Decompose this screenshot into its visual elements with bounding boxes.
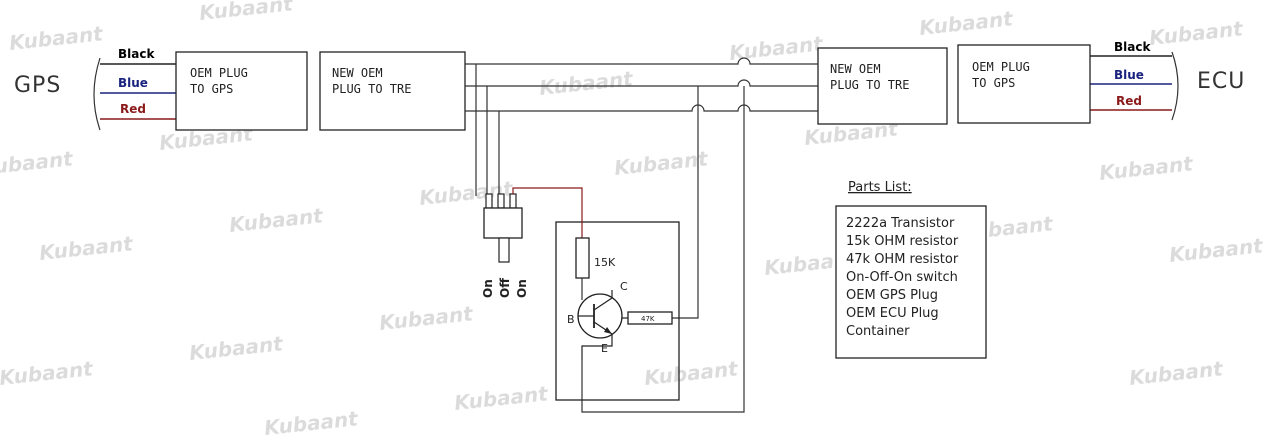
switch-label-on-1: On bbox=[481, 279, 495, 298]
watermark: Kubaant bbox=[228, 203, 325, 237]
new-oem-plug-left-line1: NEW OEM bbox=[332, 66, 383, 80]
new-oem-plug-left-line2: PLUG TO TRE bbox=[332, 82, 411, 96]
harness-top-wire bbox=[465, 57, 818, 65]
watermark: Kubaant bbox=[453, 381, 550, 415]
transistor-pin-e: E bbox=[601, 342, 608, 355]
gps-label: GPS bbox=[14, 73, 61, 98]
watermark: Kubaant bbox=[38, 231, 135, 265]
harness-wires bbox=[465, 57, 818, 413]
switch-terminal-3 bbox=[509, 193, 517, 209]
container-box bbox=[555, 221, 680, 401]
watermark: Kubaant bbox=[1168, 233, 1265, 267]
parts-list-item: On-Off-On switch bbox=[846, 270, 958, 285]
switch-label-on-2: On bbox=[515, 279, 529, 298]
parts-list-item: Container bbox=[846, 324, 910, 339]
new-oem-plug-left-box bbox=[319, 51, 466, 131]
watermark: Kubaant bbox=[8, 21, 105, 55]
right-black-label: Black bbox=[1114, 40, 1151, 54]
watermark: Kubaant bbox=[1128, 356, 1225, 390]
watermark: Kubaant bbox=[0, 146, 75, 180]
resistor-47k-label: 47K bbox=[641, 315, 655, 323]
harness-bottom-wire bbox=[465, 104, 818, 112]
parts-list-item: 2222a Transistor bbox=[846, 216, 955, 231]
watermark: Kubaant bbox=[918, 6, 1015, 40]
left-wires: Black Blue Red bbox=[100, 47, 176, 120]
parts-list-title: Parts List: bbox=[848, 180, 912, 195]
transistor-pin-b: B bbox=[567, 313, 575, 326]
watermark: Kubaant bbox=[728, 31, 825, 65]
oem-plug-gps-right-line2: TO GPS bbox=[972, 76, 1015, 90]
transistor: B C E bbox=[567, 280, 628, 360]
on-off-on-switch: On Off On bbox=[481, 193, 529, 298]
watermark: Kubaant bbox=[1098, 151, 1195, 185]
parts-list-box bbox=[835, 205, 987, 359]
resistor-47k-wire bbox=[672, 86, 699, 319]
transistor-emitter-arrow bbox=[604, 327, 612, 334]
left-blue-label: Blue bbox=[118, 76, 148, 90]
switch-label-off: Off bbox=[498, 278, 512, 298]
oem-plug-gps-left-line2: TO GPS bbox=[190, 82, 233, 96]
watermark: Kubaant bbox=[613, 146, 710, 180]
gps-bracket bbox=[93, 57, 101, 131]
resistor-47k bbox=[627, 311, 673, 325]
switch-terminal-1 bbox=[485, 193, 493, 209]
switch-toggle bbox=[498, 237, 510, 263]
parts-list-item: 15k OHM resistor bbox=[846, 234, 959, 249]
parts-list-item: OEM GPS Plug bbox=[846, 288, 938, 303]
harness-middle-wire bbox=[465, 79, 818, 87]
transistor-pin-c: C bbox=[620, 280, 628, 293]
left-black-label: Black bbox=[118, 47, 155, 61]
oem-plug-gps-right-box bbox=[957, 44, 1091, 124]
right-wires: Black Blue Red bbox=[1090, 40, 1172, 111]
switch-body bbox=[483, 207, 523, 239]
new-oem-plug-right-box bbox=[817, 47, 948, 125]
parts-list-item: OEM ECU Plug bbox=[846, 306, 939, 321]
oem-plug-gps-right-line1: OEM PLUG bbox=[972, 60, 1030, 74]
watermark: Kubaant bbox=[1148, 16, 1245, 50]
ecu-label: ECU bbox=[1197, 69, 1245, 94]
watermark: Kubaant bbox=[198, 0, 295, 25]
new-oem-plug-right-line2: PLUG TO TRE bbox=[830, 78, 909, 92]
switch-to-resistor-wire bbox=[512, 187, 583, 238]
transistor-collector-out bbox=[581, 290, 613, 360]
watermark: Kubaant bbox=[643, 356, 740, 390]
watermark: Kubaant bbox=[188, 331, 285, 365]
left-red-label: Red bbox=[120, 102, 146, 116]
oem-plug-gps-left-line1: OEM PLUG bbox=[190, 66, 248, 80]
watermark: Kubaant bbox=[378, 301, 475, 335]
resistor-15k-label: 15K bbox=[594, 256, 616, 269]
watermark: Kubaant bbox=[538, 66, 635, 100]
transistor-collector-lead bbox=[593, 297, 613, 311]
container-side-wire bbox=[581, 86, 745, 413]
new-oem-plug-right-line1: NEW OEM bbox=[830, 62, 881, 76]
switch-terminal-2 bbox=[497, 193, 505, 209]
ecu-bracket bbox=[1171, 51, 1179, 121]
oem-plug-gps-left-box bbox=[175, 51, 308, 131]
parts-list-item: 47k OHM resistor bbox=[846, 252, 959, 267]
right-blue-label: Blue bbox=[1114, 68, 1144, 82]
watermark: Kubaant bbox=[0, 356, 95, 390]
right-red-label: Red bbox=[1116, 94, 1142, 108]
resistor-15k bbox=[575, 237, 590, 279]
watermark: Kubaant bbox=[263, 406, 360, 438]
